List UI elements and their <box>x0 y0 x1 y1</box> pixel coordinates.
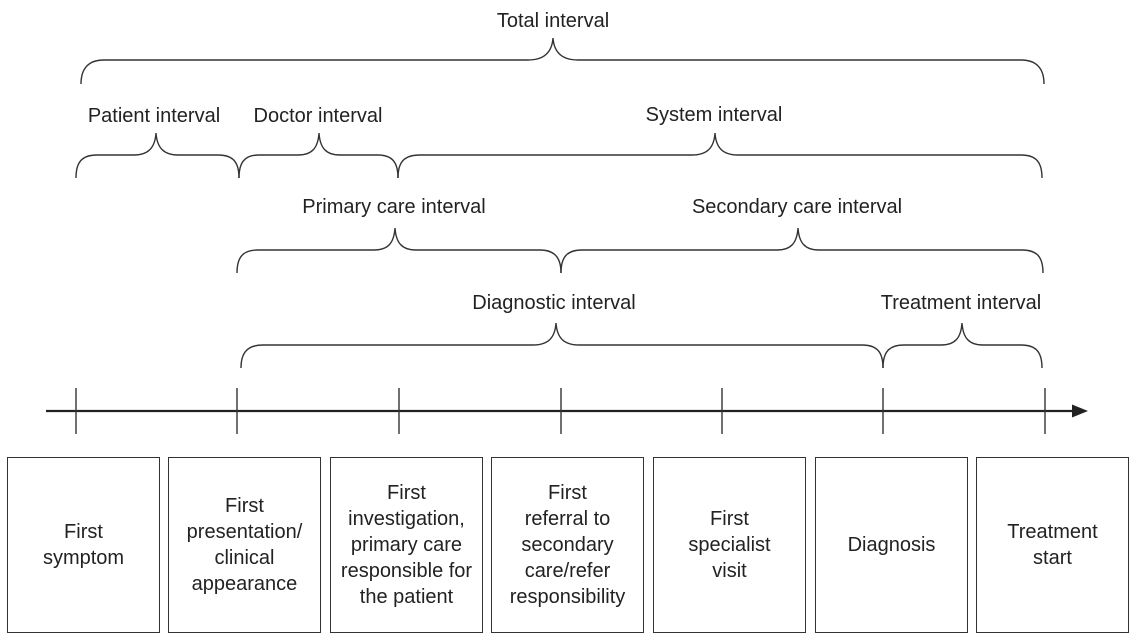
label-total-interval: Total interval <box>497 10 609 32</box>
label-doctor-interval: Doctor interval <box>254 105 383 127</box>
label-system-interval: System interval <box>646 104 783 126</box>
milestone-first-symptom: First symptom <box>7 457 160 633</box>
label-secondary-care-interval: Secondary care interval <box>692 196 902 218</box>
brace-doctor <box>238 132 399 179</box>
milestone-treatment-start: Treatment start <box>976 457 1129 633</box>
milestone-label: First presentation/ clinical appearance <box>186 495 303 595</box>
brace-secondary-care <box>560 227 1044 274</box>
milestone-label: Diagnosis <box>847 534 936 556</box>
brace-treatment <box>882 322 1043 369</box>
brace-diagnostic <box>240 322 884 369</box>
brace-total <box>80 37 1045 85</box>
milestone-first-investigation: First investigation, primary care respon… <box>330 457 483 633</box>
brace-system <box>397 132 1043 179</box>
milestone-label: First referral to secondary care/refer r… <box>509 482 626 608</box>
milestone-label: Treatment start <box>1007 521 1098 569</box>
brace-patient <box>75 132 240 179</box>
label-treatment-interval: Treatment interval <box>881 292 1041 314</box>
milestone-label: First symptom <box>42 521 125 569</box>
timeline-arrowhead <box>1072 404 1088 418</box>
label-diagnostic-interval: Diagnostic interval <box>472 292 635 314</box>
milestone-first-specialist-visit: First specialist visit <box>653 457 806 633</box>
label-primary-care-interval: Primary care interval <box>302 196 485 218</box>
milestone-label: First specialist visit <box>688 508 771 582</box>
milestone-label: First investigation, primary care respon… <box>340 482 473 608</box>
milestone-diagnosis: Diagnosis <box>815 457 968 633</box>
label-patient-interval: Patient interval <box>88 105 220 127</box>
milestone-first-presentation: First presentation/ clinical appearance <box>168 457 321 633</box>
brace-primary-care <box>236 227 562 274</box>
milestone-first-referral: First referral to secondary care/refer r… <box>491 457 644 633</box>
